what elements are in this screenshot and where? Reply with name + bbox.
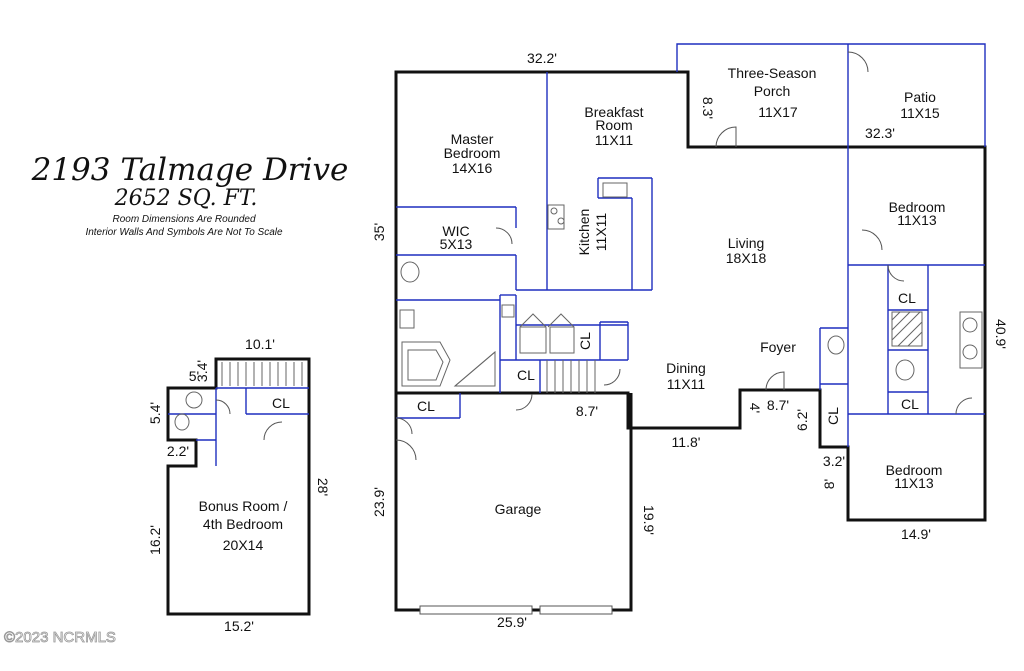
closet-label: CL [517,367,535,383]
dim-bedroom-bottom: 14.9' [901,526,931,542]
address-title: 2193 Talmage Drive [31,152,349,188]
dim-bonus-top: 10.1' [245,336,275,352]
interior-walls [396,72,985,447]
dim-main-left: 35' [371,223,387,241]
closet-label: CL [901,396,919,412]
garage-label: Garage [495,501,542,517]
wic-label: WIC [442,223,469,239]
kitchen-size: 11X11 [593,213,609,252]
closet-label: CL [825,407,841,425]
wic-size: 5X13 [440,236,473,252]
breakfast-label-1: Breakfast [584,104,643,120]
bonus-room-walls [166,357,311,616]
dim-step-b: 8.7' [767,397,789,413]
dim-garage-left: 23.9' [371,487,387,517]
closet-label: CL [417,398,435,414]
bedroom-upper-size: 11X13 [897,212,937,228]
bedroom-lower-label: Bedroom [886,462,943,478]
dim-bonus-bottom: 15.2' [224,618,254,634]
watermark: ©2023 NCRMLS [4,629,116,646]
dim-bonus-162: 16.2' [147,525,163,555]
garage-doors [419,605,613,615]
porch-label-1: Three-Season [728,65,817,81]
porch-size: 11X17 [758,104,798,120]
dim-step-a: 8.7' [576,403,598,419]
closet-label: CL [272,395,290,411]
master-label-2: Bedroom [444,145,501,161]
bonus-size: 20X14 [223,537,264,553]
porch-patio-walls [676,43,986,147]
fixtures [399,182,983,393]
dim-garage-right: 19.9' [641,505,657,535]
dim-entry-32: 3.2' [823,453,845,469]
room-labels: Three-Season Porch 11X17 Patio 11X15 Bre… [199,65,946,553]
dim-right-side: 40.9' [993,319,1009,349]
kitchen-label: Kitchen [576,209,592,256]
closet-label: CL [577,332,593,350]
dimension-labels: 32.2' 8.3' 32.3' 35' 40.9' 8.7' 8.7' 4' … [147,50,1009,634]
dim-garage-bottom: 25.9' [497,614,527,630]
patio-label: Patio [904,89,936,105]
dining-label: Dining [666,360,706,376]
breakfast-size: 11X11 [595,132,634,148]
dim-bonus-22: 2.2' [167,443,189,459]
porch-label-2: Porch [754,83,791,99]
dim-patio-bottom: 32.3' [865,125,895,141]
dining-size: 11X11 [667,376,706,392]
living-label: Living [728,235,765,251]
master-size: 14X16 [452,160,493,176]
foyer-label: Foyer [760,339,796,355]
dim-entry-62: 6.2' [794,409,810,431]
dim-entry-8: 8' [821,479,837,489]
dim-bonus-5: 5' [189,368,199,384]
note-rounded: Room Dimensions Are Rounded [112,214,255,225]
dim-bonus-28: 28' [315,478,331,496]
patio-size: 11X15 [900,105,940,121]
breakfast-label-2: Room [595,117,632,133]
dim-bonus-54: 5.4' [147,402,163,424]
bedroom-lower-size: 11X13 [894,475,934,491]
note-scale: Interior Walls And Symbols Are Not To Sc… [85,227,283,238]
bonus-label-2: 4th Bedroom [203,516,283,532]
dim-main-top: 32.2' [527,50,557,66]
dim-porch-side: 8.3' [700,97,716,119]
bedroom-upper-label: Bedroom [889,199,946,215]
closet-label: CL [898,290,916,306]
master-label-1: Master [451,131,494,147]
bonus-label-1: Bonus Room / [199,498,288,514]
title-block: 2193 Talmage Drive 2652 SQ. FT. Room Dim… [31,152,349,238]
door-swings [395,51,973,461]
square-footage: 2652 SQ. FT. [114,186,258,211]
living-size: 18X18 [726,250,767,266]
dim-dining-bottom: 11.8' [672,434,701,450]
dim-bonus-34: 3.4' [194,360,210,382]
dim-foyer-4: 4' [747,403,763,413]
